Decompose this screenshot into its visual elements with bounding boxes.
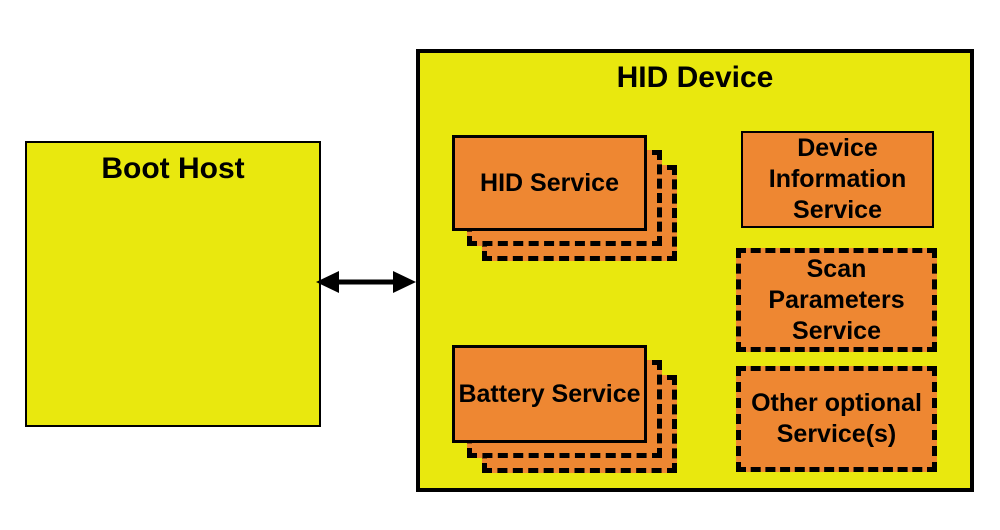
other-optional-service-box: Other optional Service(s) (736, 366, 937, 472)
hid-service-box: HID Service (452, 135, 647, 231)
battery-service-stack: Battery Service (452, 345, 677, 473)
double-headed-arrow-icon (316, 271, 416, 293)
boot-host-label: Boot Host (101, 152, 245, 185)
scan-parameters-service-label-line-1: Scan (806, 254, 867, 283)
hid-device-box: HID Device HID Service Battery Service D… (416, 49, 974, 492)
scan-parameters-service-box: Scan Parameters Service (736, 248, 937, 352)
device-information-service-label-line-2: Information (768, 165, 907, 193)
battery-service-label: Battery Service (458, 379, 641, 408)
scan-parameters-service-label-line-2: Parameters (768, 285, 905, 314)
battery-service-box: Battery Service (452, 345, 647, 443)
device-information-service-box: Device Information Service (741, 131, 934, 228)
scan-parameters-service-label-line-3: Service (792, 316, 881, 345)
other-optional-service-label-line-1: Other optional (751, 389, 922, 417)
device-information-service-label-line-3: Service (793, 196, 882, 224)
hid-service-stack: HID Service (452, 135, 677, 261)
hid-device-title: HID Device (616, 61, 774, 94)
hid-service-label: HID Service (480, 168, 619, 197)
other-optional-service-label-line-2: Service(s) (776, 420, 897, 448)
boot-host-box: Boot Host (25, 141, 321, 427)
device-information-service-label-line-1: Device (797, 134, 878, 162)
